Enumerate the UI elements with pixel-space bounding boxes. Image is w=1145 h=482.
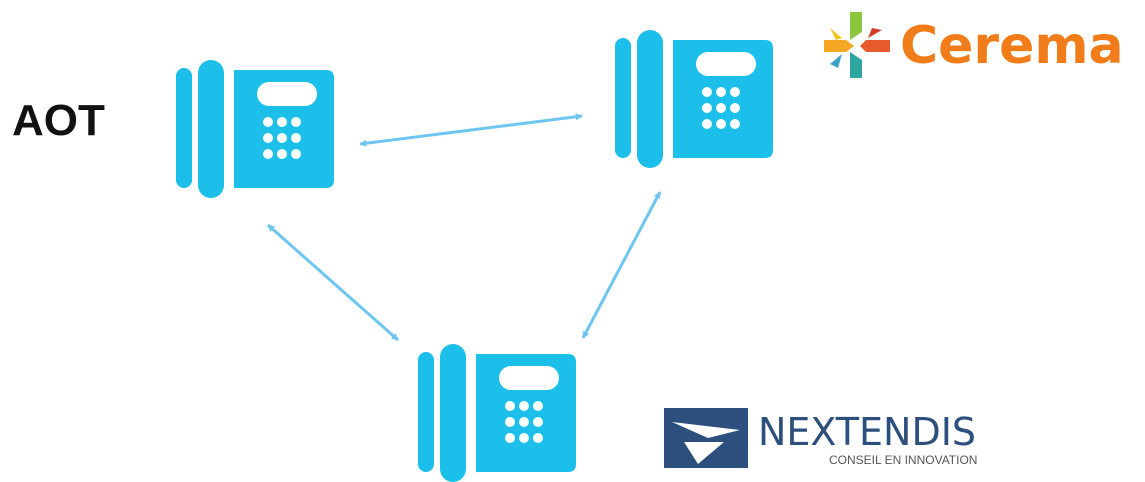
desk-phone-icon xyxy=(418,344,576,482)
nextendis-tagline: CONSEIL EN INNOVATION xyxy=(829,453,978,467)
desk-phone-icon xyxy=(615,30,773,168)
edge-top-left-to-bottom xyxy=(267,223,399,342)
cerema-wordmark: Cerema xyxy=(900,16,1124,76)
edge-top-left-to-top-right xyxy=(359,113,583,147)
cerema-emblem-icon xyxy=(824,12,890,78)
diagram-label: AOT xyxy=(12,96,105,145)
edge-bottom-to-top-right xyxy=(581,191,662,339)
nextendis-logo: NEXTENDIS CONSEIL EN INNOVATION xyxy=(664,398,1014,474)
nextendis-wordmark: NEXTENDIS xyxy=(758,410,977,454)
cerema-logo: Cerema xyxy=(820,10,1142,82)
edges xyxy=(267,113,662,342)
nextendis-emblem-icon xyxy=(664,408,748,468)
desk-phone-icon xyxy=(176,60,334,198)
